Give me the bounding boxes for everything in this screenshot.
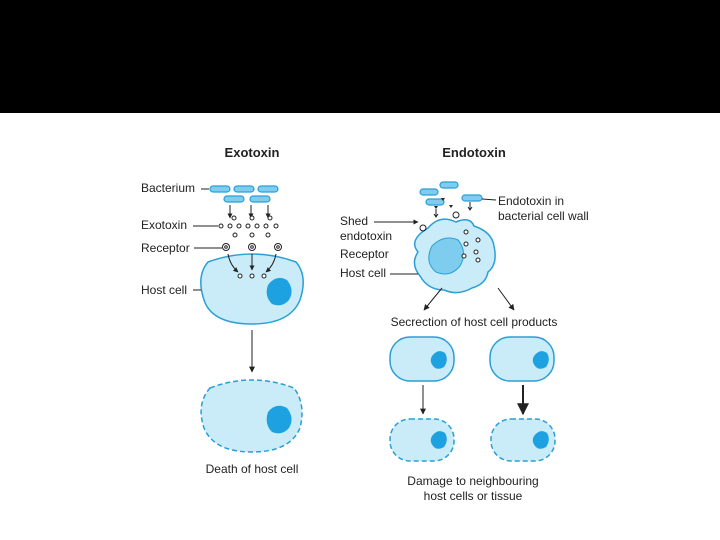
host-cell-label: Host cell: [141, 283, 187, 297]
endotoxin-host-nucleus: [428, 237, 464, 275]
shed-label-1: Shed: [340, 214, 368, 228]
shed-label-2: endotoxin: [340, 229, 392, 243]
receptor-label: Receptor: [141, 241, 190, 255]
endotoxin-title: Endotoxin: [442, 145, 506, 160]
secretion-arrow-left: [423, 287, 443, 311]
exotoxin-molecules: [218, 215, 279, 238]
secretion-arrow-right: [497, 287, 515, 311]
internalized-toxin: [237, 273, 267, 279]
exotoxin-bacteria: [209, 185, 279, 203]
secretion-caption: Secrection of host cell products: [391, 315, 558, 329]
exotoxin-label: Exotoxin: [141, 218, 187, 232]
damage-caption-1: Damage to neighbouring: [407, 474, 538, 488]
damaged-cell-left: [389, 418, 455, 462]
neighbour-nucleus-right: [532, 351, 549, 369]
dead-host-cell: [200, 379, 303, 453]
wall-endotoxin-leader: [481, 198, 497, 201]
exotoxin-receptors: [222, 243, 282, 251]
wall-endotoxin-label-1: Endotoxin in: [498, 194, 564, 208]
endo-host-cell-label: Host cell: [340, 266, 386, 280]
wall-endotoxin-label-2: bacterial cell wall: [498, 209, 589, 223]
damaged-cell-right: [490, 418, 556, 462]
endo-receptor-label: Receptor: [340, 247, 389, 261]
death-caption: Death of host cell: [206, 462, 299, 476]
endotoxin-vesicles: [461, 229, 481, 263]
neighbour-cell-right: [489, 336, 555, 382]
endotoxin-release-arrows: [433, 202, 473, 218]
dead-host-nucleus: [266, 405, 292, 434]
exotoxin-entry-arrows: [227, 253, 277, 273]
endotoxin-bacteria: [419, 181, 483, 206]
damaged-nucleus-left: [430, 431, 447, 449]
exotoxin-release-arrows: [227, 205, 271, 219]
shed-endotoxin-particles: [434, 198, 453, 209]
exotoxin-host-nucleus: [266, 277, 292, 306]
header-bar: [0, 0, 720, 113]
exotoxin-title: Exotoxin: [225, 145, 280, 160]
neighbour-nucleus-left: [430, 351, 447, 369]
bacterium-label: Bacterium: [141, 181, 195, 195]
damaged-nucleus-right: [532, 431, 549, 449]
damage-caption-2: host cells or tissue: [424, 489, 523, 503]
endotoxin-receptors: [419, 211, 460, 232]
neighbour-cell-left: [389, 336, 455, 382]
